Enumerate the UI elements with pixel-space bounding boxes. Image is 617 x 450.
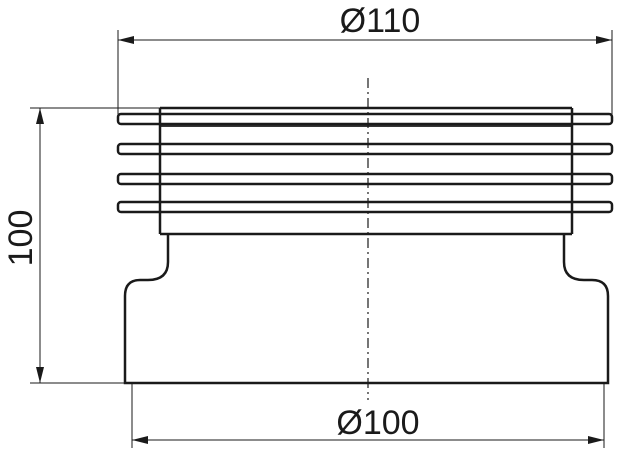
fin-1 <box>116 112 614 126</box>
arrowhead-right-icon <box>596 36 612 44</box>
top-diameter-dimension: Ø110 <box>117 2 613 118</box>
fin-2 <box>116 142 614 156</box>
arrowhead-right-icon <box>588 436 604 444</box>
bottom-diameter-label: Ø100 <box>336 404 419 442</box>
top-diameter-label: Ø110 <box>340 2 421 40</box>
arrowhead-top-icon <box>36 108 44 124</box>
fin-3 <box>116 172 614 186</box>
arrowhead-bottom-icon <box>36 367 44 383</box>
height-dimension: 100 <box>2 107 160 384</box>
fin-4 <box>116 200 614 214</box>
arrowhead-left-icon <box>118 36 134 44</box>
arrowhead-left-icon <box>132 436 148 444</box>
sealing-fins <box>116 112 614 214</box>
fitting-body <box>116 106 614 385</box>
bottom-diameter-dimension: Ø100 <box>131 383 605 448</box>
height-label: 100 <box>2 210 40 267</box>
